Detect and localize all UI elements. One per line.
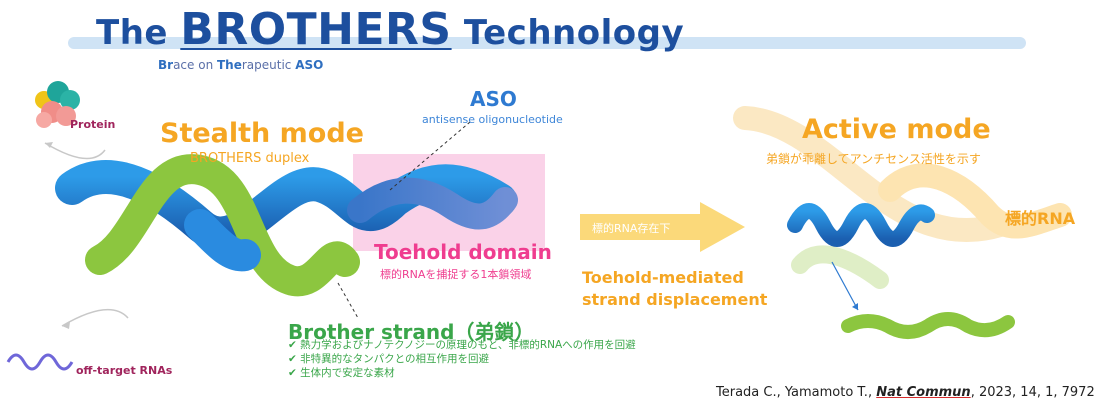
protein-icon	[35, 81, 80, 128]
released-brother-strand	[841, 312, 1015, 339]
bullet-item: ✔ 熱力学およびナノテクノジーの原理のもと、非標的RNAへの作用を回避	[288, 339, 636, 351]
target-rna-label: 標的RNA	[1005, 209, 1076, 228]
stealth-mode-title: Stealth mode	[160, 118, 364, 149]
active-mode-subtitle: 弟鎖が乖離してアンチセンス活性を示す	[766, 152, 981, 166]
page-title: The BROTHERS Technology	[96, 4, 685, 55]
title-underline-bar	[68, 37, 1026, 49]
arrow-right-icon	[580, 202, 745, 252]
title-brothers: BROTHERS	[180, 4, 452, 55]
protein-arrow	[44, 142, 106, 160]
aso-title: ASO	[470, 87, 517, 111]
offtarget-arrow	[61, 308, 129, 327]
toehold-tail	[347, 177, 518, 230]
aso-subtitle: antisense oligonucleotide	[422, 113, 563, 126]
offtarget-label: off-target RNAs	[76, 364, 173, 377]
brother-bullets: ✔ 熱力学およびナノテクノジーの原理のもと、非標的RNAへの作用を回避 ✔ 非特…	[288, 338, 636, 380]
stealth-mode-subtitle: BROTHERS duplex	[190, 151, 310, 166]
toehold-subtitle: 標的RNAを捕捉する1本鎖領域	[380, 268, 532, 281]
citation: Terada C., Yamamoto T., Nat Commun, 2023…	[716, 385, 1095, 400]
target-rna-strand	[878, 163, 1072, 239]
active-aso	[787, 203, 935, 247]
active-mode-title: Active mode	[802, 114, 991, 145]
bullet-item: ✔ 非特異的なタンパクとの相互作用を回避	[288, 353, 490, 365]
off-target-rna-icon	[6, 353, 74, 371]
bullet-item: ✔ 生体内で安定な素材	[288, 367, 395, 379]
brother-strand-title: Brother strand（弟鎖）	[288, 320, 535, 344]
citation-journal: Nat Commun	[876, 385, 971, 400]
toehold-title: Toehold domain	[374, 240, 552, 264]
brother-strand	[85, 154, 360, 297]
arrow-label: 標的RNA存在下	[592, 222, 671, 235]
protein-label: Protein	[70, 118, 116, 131]
subtitle: Brace on Therapeutic ASO	[158, 58, 324, 72]
